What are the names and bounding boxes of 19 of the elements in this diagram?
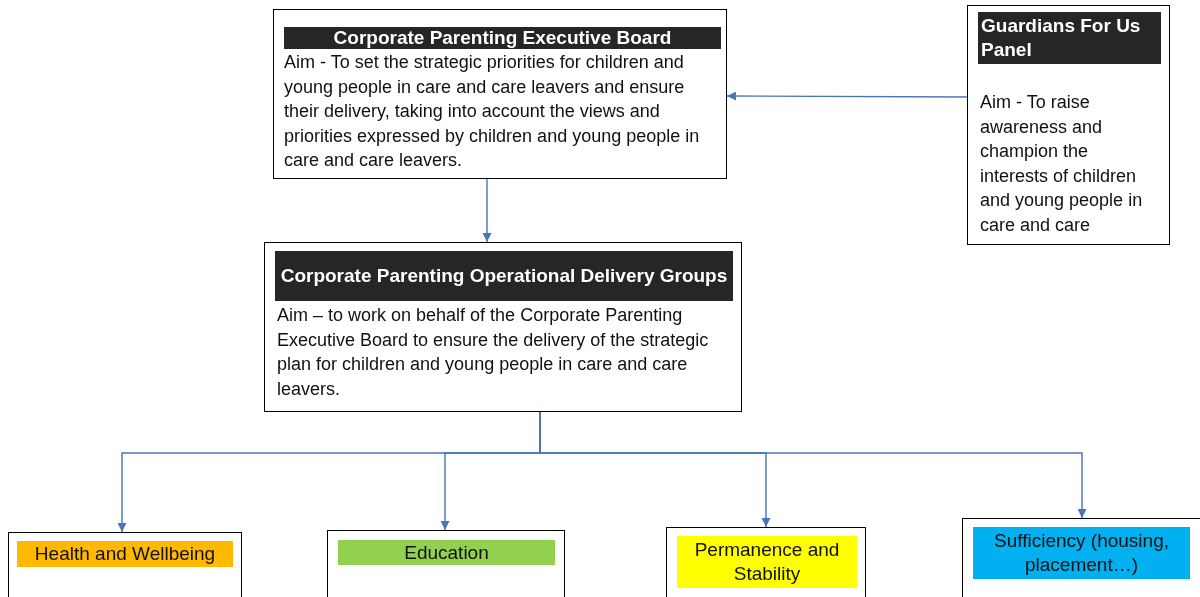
group-label: Education [338, 540, 555, 565]
arrow [726, 91, 968, 101]
group-label: Health and Wellbeing [17, 541, 233, 567]
text-box [962, 518, 1200, 597]
group-label: Sufficiency (housing, placement…) [973, 527, 1190, 579]
aim-text: Aim – to work on behalf of the Corporate Parenting Executive Board to ensure the delivery of the strategic plan for children and young people in care and care leavers. [277, 304, 710, 401]
heading-bar: Corporate Parenting Executive Board [284, 27, 721, 49]
text-box [8, 532, 242, 597]
text-box [666, 527, 866, 597]
text-box [273, 9, 727, 179]
heading-bar: Guardians For Us Panel [978, 12, 1161, 64]
arrow [482, 178, 492, 243]
heading-bar: Corporate Parenting Operational Delivery Groups [275, 251, 733, 301]
text-box [327, 530, 565, 597]
aim-text: Aim - To raise awareness and champion the interests of children and young people in care and care [980, 91, 1144, 237]
text-box [264, 242, 742, 412]
aim-text: Aim - To set the strategic priorities for children and young people in care and care leavers and ensure their delivery, taking into account the views and priorities expressed by children and young people in care and care leavers. [284, 51, 701, 172]
group-label: Permanence and Stability [677, 536, 857, 588]
text-box [967, 5, 1170, 245]
